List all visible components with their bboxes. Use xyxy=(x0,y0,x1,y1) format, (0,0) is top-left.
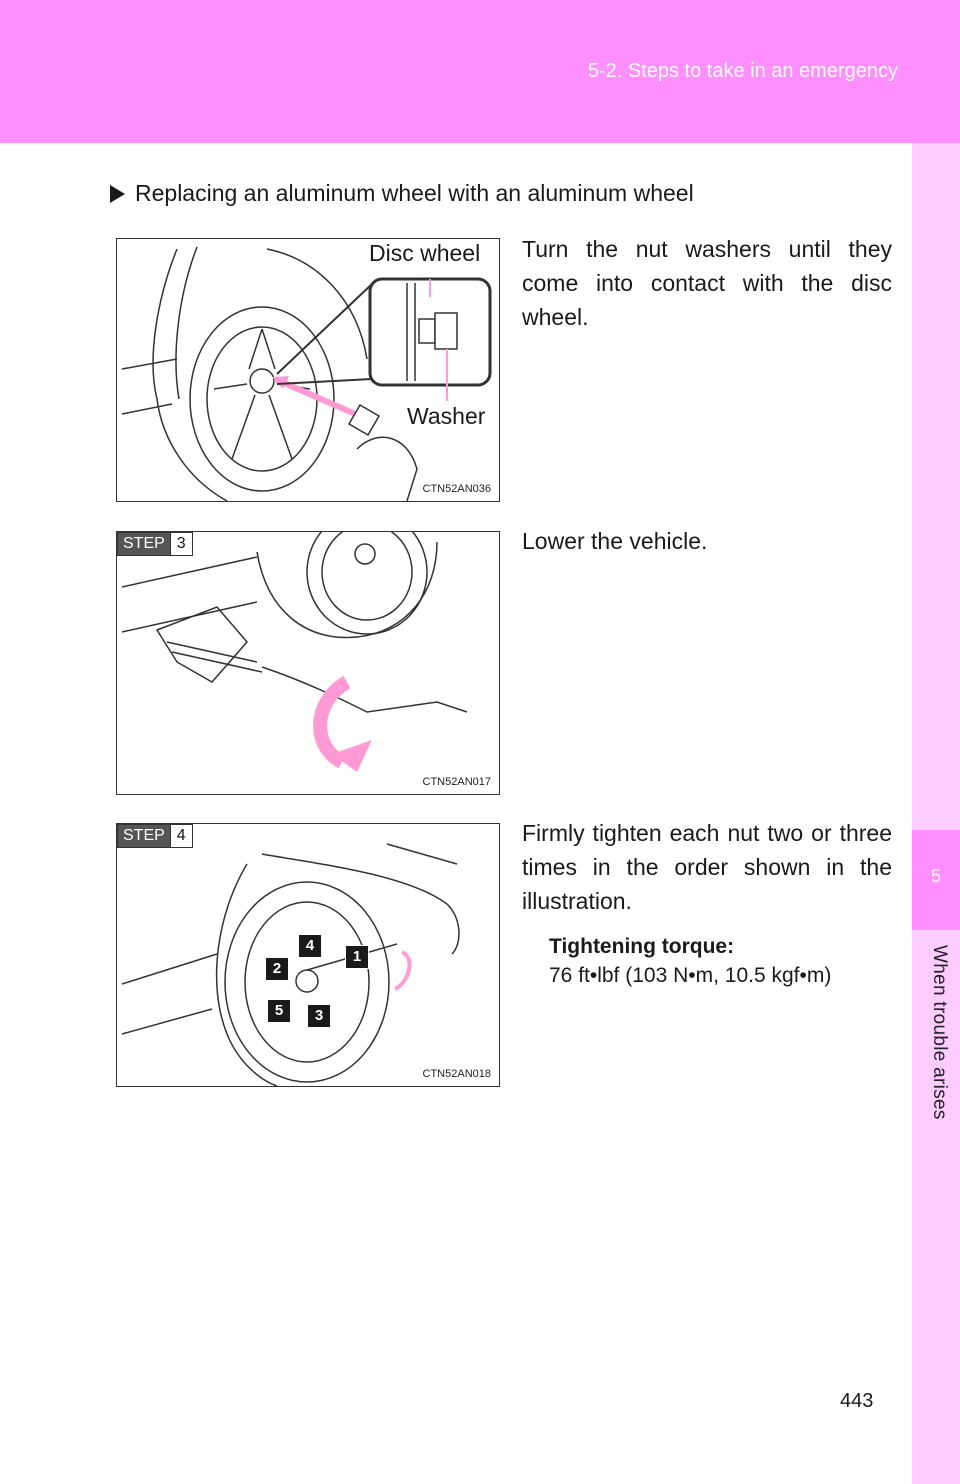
figure-step-3: STEP 3 CTN52AN017 xyxy=(116,531,500,795)
heading-text: Replacing an aluminum wheel with an alum… xyxy=(135,180,694,206)
rotation-arrow xyxy=(313,675,351,769)
order-badge-2: 2 xyxy=(265,957,289,981)
page-number: 443 xyxy=(840,1390,874,1412)
order-badge-4: 4 xyxy=(298,934,322,958)
figure-code: CTN52AN017 xyxy=(422,776,491,788)
rotation-arrow xyxy=(393,950,412,991)
chapter-number: 5 xyxy=(930,866,941,886)
washer-label: Washer xyxy=(407,403,486,429)
figure-code: CTN52AN018 xyxy=(422,1068,491,1080)
figure-step-4: 1 2 3 4 5 STEP 4 CTN52AN018 xyxy=(116,823,500,1087)
torque-value: 76 ft•lbf (103 N•m, 10.5 kgf•m) xyxy=(549,964,832,987)
chapter-title: When trouble arises xyxy=(929,945,950,1120)
torque-label: Tightening torque: xyxy=(549,935,735,958)
section-title: 5-2. Steps to take in an emergency xyxy=(587,60,898,82)
step-badge: STEP 4 xyxy=(117,824,193,848)
step-badge: STEP 3 xyxy=(117,532,193,556)
tightening-order-illustration xyxy=(121,843,460,1086)
step-label: STEP xyxy=(118,825,170,847)
instruction-washer: Turn the nut washers until they come int… xyxy=(522,236,892,330)
section-heading: Replacing an aluminum wheel with an alum… xyxy=(110,180,694,207)
step-number: 4 xyxy=(169,825,192,847)
pink-arrow-shaft xyxy=(273,376,369,422)
instruction-lower: Lower the vehicle. xyxy=(522,528,708,554)
arrow-head-icon xyxy=(332,740,372,772)
page-header: 5-2. Steps to take in an emergency xyxy=(0,0,960,143)
chapter-sidebar xyxy=(912,143,960,1484)
disc-wheel-label: Disc wheel xyxy=(369,240,481,266)
instruction-tighten: Firmly tighten each nut two or three tim… xyxy=(522,820,892,914)
order-badge-5: 5 xyxy=(267,999,291,1023)
step-number: 3 xyxy=(169,533,192,555)
step-label: STEP xyxy=(118,533,170,555)
arrow-head-icon xyxy=(272,376,289,389)
wheel-washer-illustration xyxy=(121,246,492,501)
order-badge-1: 1 xyxy=(345,945,369,969)
figure-washer: Disc wheel Washer CTN52AN036 xyxy=(116,238,500,502)
chapter-tab[interactable] xyxy=(912,830,960,930)
jack-lowering-illustration xyxy=(121,532,468,772)
order-badge-3: 3 xyxy=(307,1004,331,1028)
triangle-bullet-icon xyxy=(110,185,125,203)
figure-code: CTN52AN036 xyxy=(422,483,491,495)
